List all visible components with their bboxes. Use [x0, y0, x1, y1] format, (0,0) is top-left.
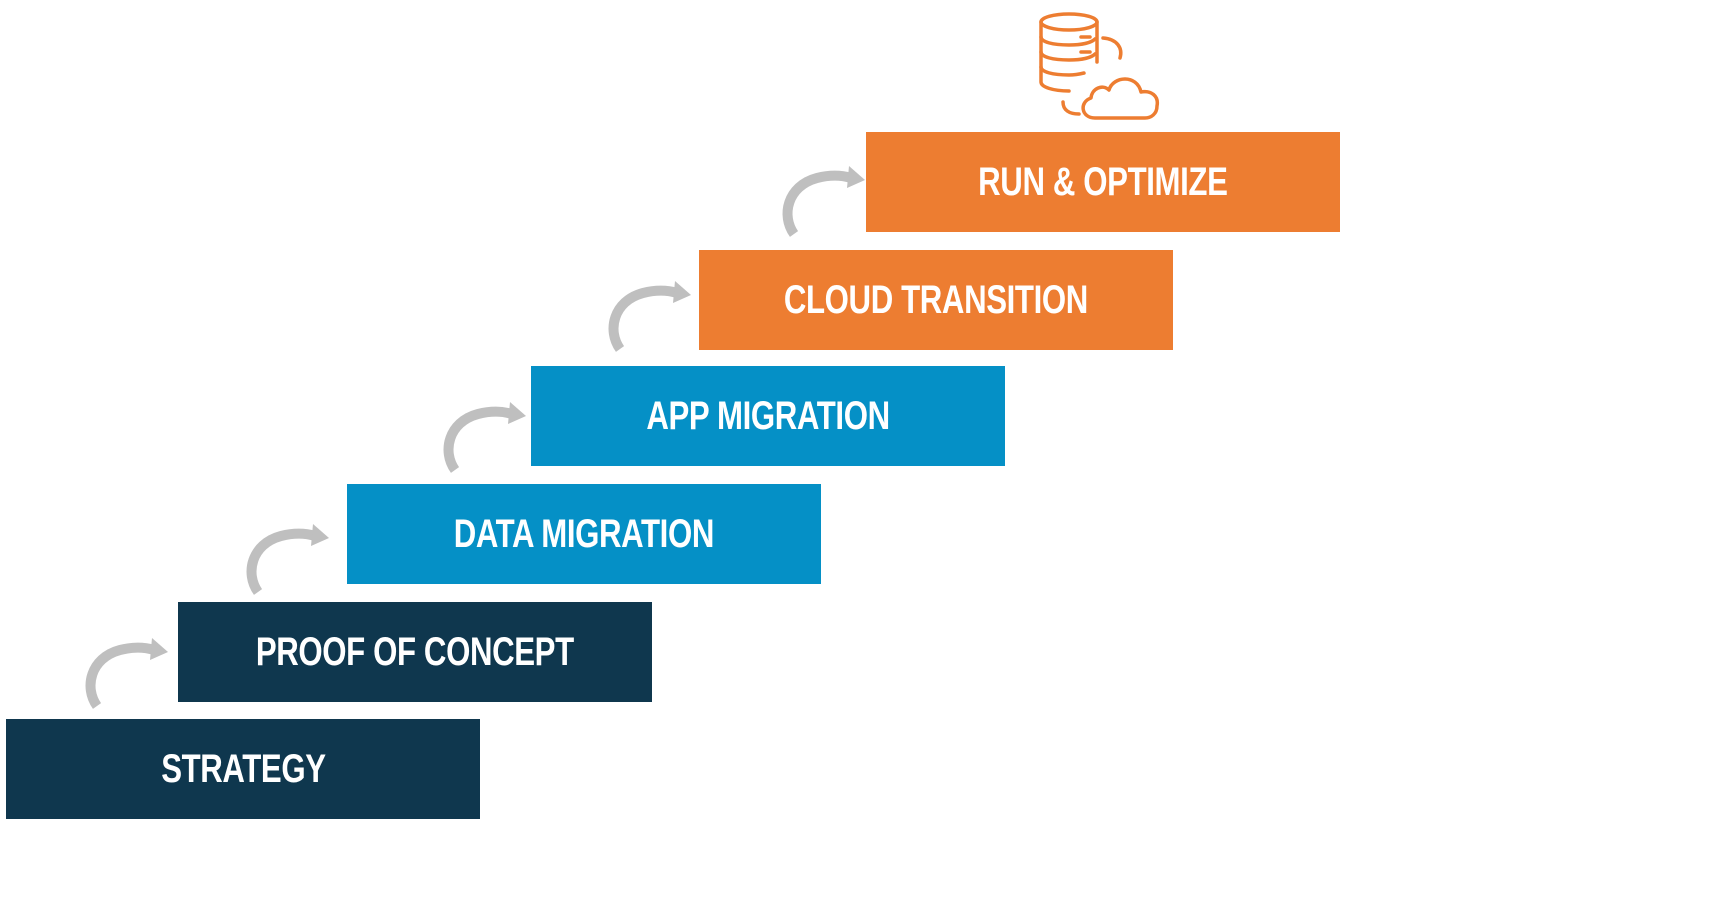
- database-cloud-icon: [1037, 10, 1172, 122]
- curved-arrow-icon: [80, 626, 176, 710]
- curved-arrow-icon: [777, 154, 873, 238]
- step-label: APP MIGRATION: [646, 393, 890, 438]
- step-data-migration: DATA MIGRATION: [347, 484, 821, 584]
- step-run-and-optimize: RUN & OPTIMIZE: [866, 132, 1340, 232]
- step-cloud-transition: CLOUD TRANSITION: [699, 250, 1173, 350]
- step-label: PROOF OF CONCEPT: [256, 629, 574, 674]
- step-app-migration: APP MIGRATION: [531, 366, 1005, 466]
- curved-arrow-icon: [603, 269, 699, 353]
- curved-arrow-icon: [241, 512, 337, 596]
- step-label: DATA MIGRATION: [453, 511, 715, 556]
- step-label: STRATEGY: [160, 746, 326, 791]
- step-strategy: STRATEGY: [6, 719, 480, 819]
- step-label: RUN & OPTIMIZE: [978, 159, 1228, 204]
- step-proof-of-concept: PROOF OF CONCEPT: [178, 602, 652, 702]
- curved-arrow-icon: [438, 390, 534, 474]
- step-label: CLOUD TRANSITION: [783, 277, 1089, 322]
